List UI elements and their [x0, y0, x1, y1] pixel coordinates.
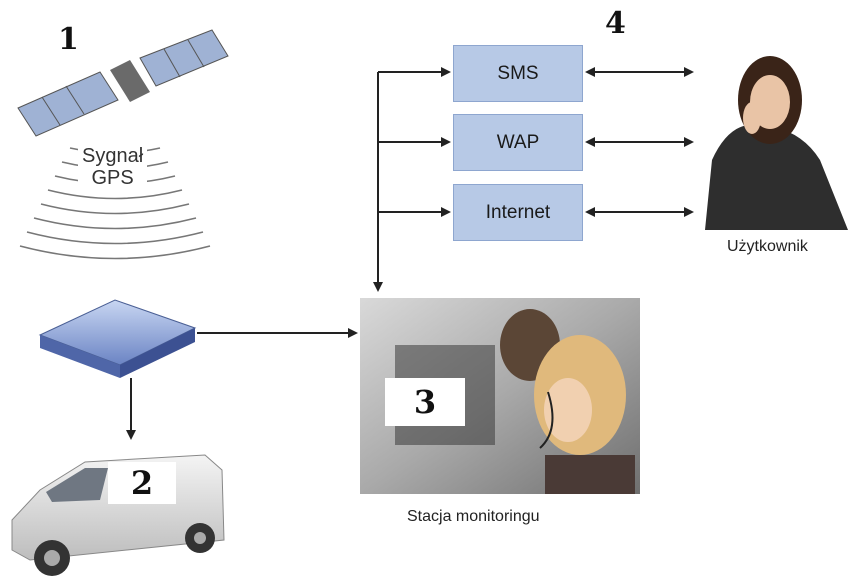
label-number-4: 4: [605, 6, 626, 41]
gps-label-line1: Sygnał: [82, 145, 144, 167]
label-number-1: 1: [58, 22, 79, 57]
user-photo: [705, 56, 848, 230]
label-number-2: 2: [108, 462, 176, 504]
gps-receiver-icon: [38, 299, 197, 378]
channel-sms: SMS: [453, 45, 583, 102]
label-number-3: 3: [385, 378, 465, 426]
channel-internet: Internet: [453, 184, 583, 241]
gps-signal-label: Sygnał GPS: [78, 145, 148, 189]
gps-signal-waves: [19, 147, 211, 260]
station-caption: Stacja monitoringu: [407, 508, 540, 525]
user-caption: Użytkownik: [727, 238, 808, 255]
gps-label-line2: GPS: [91, 167, 134, 189]
channel-wap: WAP: [453, 114, 583, 171]
satellite-icon: [17, 29, 229, 137]
